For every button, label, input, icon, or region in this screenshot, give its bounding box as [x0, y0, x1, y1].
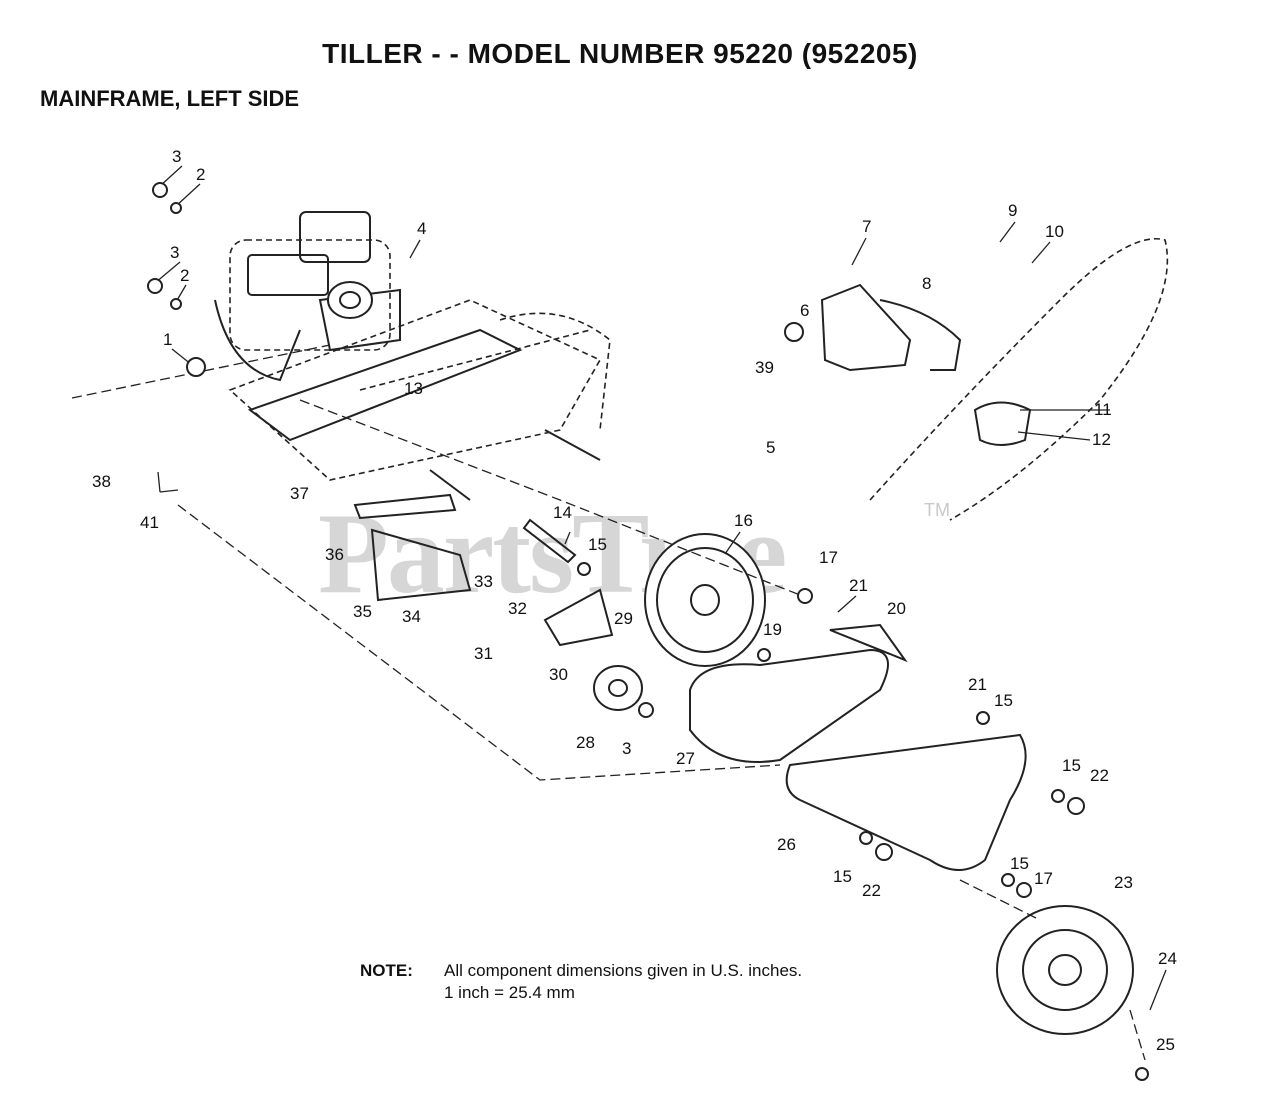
- main-frame: [228, 299, 611, 501]
- bracket-36: [353, 493, 472, 602]
- callout-label: 15: [588, 535, 607, 554]
- callout-label: 38: [92, 472, 111, 491]
- callout-label: 31: [474, 644, 493, 663]
- note-line-1: All component dimensions given in U.S. i…: [444, 961, 803, 980]
- engine-assembly: [214, 211, 401, 382]
- callout-label: 4: [417, 219, 426, 238]
- callout-label: 36: [325, 545, 344, 564]
- pulley-16: [644, 533, 766, 667]
- wheel-23: [996, 905, 1134, 1035]
- callout-label: 6: [800, 301, 809, 320]
- callout-label: 16: [734, 511, 753, 530]
- note-line-2: 1 inch = 25.4 mm: [444, 983, 575, 1002]
- callout-label: 34: [402, 607, 421, 626]
- callout-label: 26: [777, 835, 796, 854]
- note-block: NOTE: All component dimensions given in U…: [360, 960, 802, 1004]
- idler-pulley-28: [593, 665, 643, 711]
- callout-label: 32: [508, 599, 527, 618]
- callout-label: 14: [553, 503, 572, 522]
- bracket-29: [543, 588, 614, 647]
- callout-label: 12: [1092, 430, 1111, 449]
- diagram-title: TILLER - - MODEL NUMBER 95220 (952205): [322, 38, 918, 69]
- callout-label: 3: [172, 147, 181, 166]
- callout-label: 3: [622, 739, 631, 758]
- callout-label: 7: [862, 217, 871, 236]
- callout-label: 15: [994, 691, 1013, 710]
- callout-label: 27: [676, 749, 695, 768]
- callout-label: 21: [849, 576, 868, 595]
- callout-label: 21: [968, 675, 987, 694]
- callout-label: 24: [1158, 949, 1177, 968]
- belt-cover-26: [785, 733, 1027, 871]
- callout-label: 35: [353, 602, 372, 621]
- callout-label: 23: [1114, 873, 1133, 892]
- callout-label: 15: [1010, 854, 1029, 873]
- callout-label: 22: [862, 881, 881, 900]
- callout-label: 9: [1008, 201, 1017, 220]
- callout-label: 17: [1034, 869, 1053, 888]
- callout-label: 29: [614, 609, 633, 628]
- belt-27: [689, 648, 889, 763]
- callout-label: 10: [1045, 222, 1064, 241]
- callout-label: 15: [1062, 756, 1081, 775]
- callout-label: 2: [180, 266, 189, 285]
- callout-label: 20: [887, 599, 906, 618]
- hardware-nuts: [147, 182, 1149, 1081]
- callout-label: 39: [755, 358, 774, 377]
- callout-label: 13: [404, 379, 423, 398]
- callout-label: 28: [576, 733, 595, 752]
- diagram-subtitle: MAINFRAME, LEFT SIDE: [40, 86, 300, 111]
- shaft-14: [522, 518, 577, 564]
- callout-label: 3: [170, 243, 179, 262]
- callout-label: 33: [474, 572, 493, 591]
- callout-label: 17: [819, 548, 838, 567]
- depth-bar-bracket-8: [820, 283, 962, 372]
- callout-label: 37: [290, 484, 309, 503]
- hub-13: [327, 281, 373, 319]
- callout-label: 8: [922, 274, 931, 293]
- callouts: 3 2 3 2 1 4 13 37 38 41 36 35 34 33 14 1…: [92, 147, 1177, 1054]
- watermark-trademark: TM: [924, 500, 950, 520]
- callout-label: 15: [833, 867, 852, 886]
- callout-label: 1: [163, 330, 172, 349]
- belt-guide-20: [829, 623, 908, 663]
- tine-shield: [869, 238, 1169, 521]
- callout-label: 2: [196, 165, 205, 184]
- callout-label: 19: [763, 620, 782, 639]
- callout-label: 30: [549, 665, 568, 684]
- callout-label: 5: [766, 438, 775, 457]
- callout-label: 41: [140, 513, 159, 532]
- note-label: NOTE:: [360, 961, 413, 980]
- clamp-11: [973, 401, 1032, 446]
- callout-label: 22: [1090, 766, 1109, 785]
- callout-label: 25: [1156, 1035, 1175, 1054]
